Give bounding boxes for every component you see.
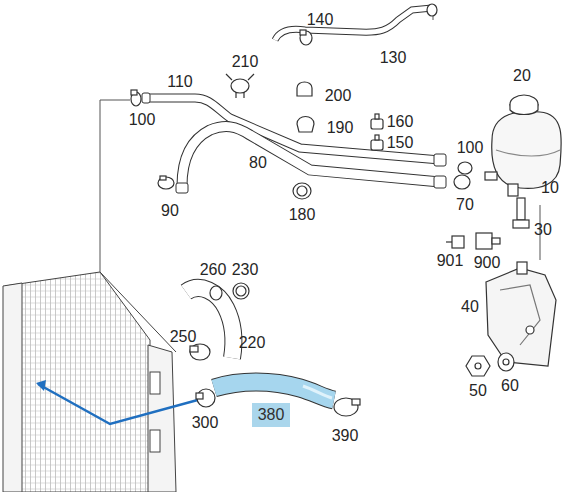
callout-number: 30 bbox=[534, 222, 552, 238]
radiator bbox=[3, 272, 176, 492]
callout-number: 390 bbox=[332, 428, 359, 444]
callout-number: 130 bbox=[380, 50, 407, 66]
callout-number: 300 bbox=[192, 415, 219, 431]
callout-number: 180 bbox=[289, 207, 316, 223]
callout-number: 900 bbox=[474, 255, 501, 271]
hose-clamp bbox=[131, 4, 472, 416]
reference-line bbox=[100, 8, 540, 272]
callout-number: 250 bbox=[170, 329, 197, 345]
level-sensor bbox=[446, 198, 529, 249]
callout-number: 70 bbox=[456, 197, 474, 213]
pointer-head bbox=[36, 380, 46, 391]
callout-number: 80 bbox=[249, 155, 267, 171]
highlight-pointer bbox=[38, 384, 205, 424]
pipe-end bbox=[142, 93, 446, 193]
callout-number: 380 bbox=[258, 407, 285, 423]
callout-number: 190 bbox=[327, 120, 354, 136]
callout-number: 160 bbox=[387, 114, 414, 130]
callout-number: 60 bbox=[501, 378, 519, 394]
callout-number: 40 bbox=[461, 299, 479, 315]
callout-number: 20 bbox=[513, 68, 531, 84]
highlight-box: 380 bbox=[252, 403, 291, 427]
callout-number: 10 bbox=[541, 180, 559, 196]
callout-number: 90 bbox=[161, 203, 179, 219]
callout-number: 210 bbox=[232, 54, 259, 70]
callout-number: 110 bbox=[167, 74, 193, 90]
callout-number: 100 bbox=[457, 140, 484, 156]
coolant-hose bbox=[148, 8, 440, 400]
callout-number: 230 bbox=[232, 262, 259, 278]
callout-number: 901 bbox=[437, 253, 464, 269]
callout-number: 50 bbox=[469, 383, 487, 399]
callout-number: 220 bbox=[239, 335, 266, 351]
callout-number: 260 bbox=[200, 262, 227, 278]
callout-number: 140 bbox=[307, 12, 334, 28]
callout-number: 200 bbox=[325, 88, 352, 104]
callout-number: 150 bbox=[387, 135, 414, 151]
callout-number: 100 bbox=[129, 112, 156, 128]
tank-bracket bbox=[466, 262, 556, 376]
expansion-tank bbox=[485, 95, 561, 196]
